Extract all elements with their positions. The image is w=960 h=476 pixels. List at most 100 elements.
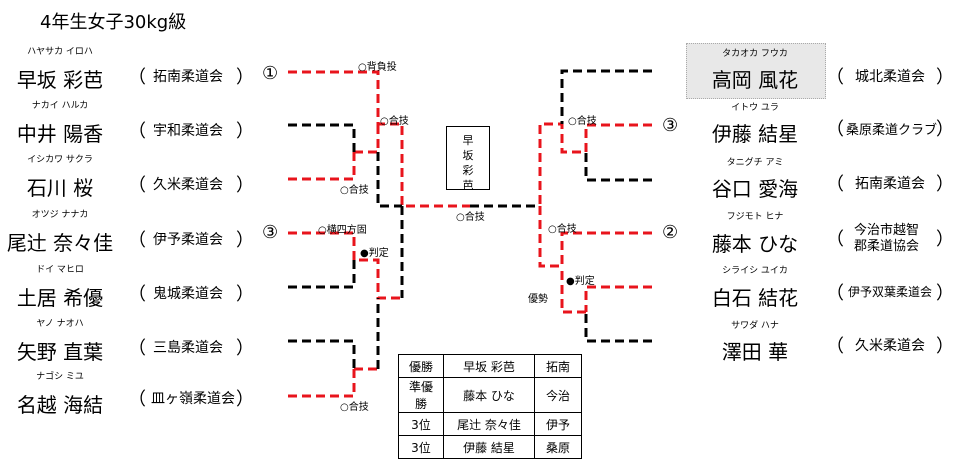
entry-kana: タニグチ アミ bbox=[726, 158, 784, 168]
entry-club-line1: 今治市越智 bbox=[854, 223, 920, 238]
bracket-line-left-l4 bbox=[288, 339, 356, 369]
champion-box: 早 坂 彩 芭 bbox=[446, 126, 490, 192]
result-annotation: ○合技 bbox=[568, 116, 597, 127]
club-cell: 伊予 bbox=[534, 412, 582, 436]
entry-name: 高岡 風花 bbox=[711, 68, 799, 92]
winner-name-cell: 尾辻 奈々佳 bbox=[443, 412, 535, 436]
entry-club: 皿ヶ嶺柔道会 bbox=[151, 391, 235, 407]
paren-open: （ bbox=[128, 284, 146, 305]
paren-close: ） bbox=[236, 389, 254, 410]
paren-close: ） bbox=[936, 283, 954, 304]
result-annotation: ○合技 bbox=[340, 402, 369, 413]
entry-name: 中井 陽香 bbox=[16, 122, 104, 146]
paren-open: （ bbox=[826, 119, 844, 140]
result-annotation: ○合技 bbox=[380, 116, 409, 127]
entry-name: 石川 桜 bbox=[26, 176, 94, 200]
entry-club: 久米柔道会 bbox=[855, 338, 925, 354]
winner-name-cell: 藤本 ひな bbox=[443, 377, 535, 413]
entry-kana: ナゴシ ミユ bbox=[36, 372, 84, 382]
paren-close: ） bbox=[936, 336, 954, 357]
bracket-line-left-l1 bbox=[288, 123, 356, 152]
paren-open: （ bbox=[128, 121, 146, 142]
entry-kana: フジモト ヒナ bbox=[726, 212, 784, 222]
paren-close: ） bbox=[236, 67, 254, 88]
paren-close: ） bbox=[936, 119, 954, 140]
rank-cell: 準優勝 bbox=[398, 377, 444, 413]
entry-kana: ドイ マヒロ bbox=[36, 265, 84, 275]
paren-close: ） bbox=[936, 67, 954, 88]
bracket-line-right-d bbox=[584, 285, 652, 312]
paren-open: （ bbox=[128, 389, 146, 410]
entry-club: 桑原柔道クラブ bbox=[846, 123, 938, 138]
entry-kana: イシカワ サクラ bbox=[27, 155, 93, 165]
entry-kana: ナカイ ハルカ bbox=[31, 101, 89, 111]
seed-mark: ① bbox=[262, 63, 279, 84]
seed-mark: ② bbox=[662, 222, 679, 243]
entry-name: 澤田 華 bbox=[721, 340, 789, 364]
bracket-line-left-l3 bbox=[288, 260, 356, 289]
champion-char: 彩 bbox=[462, 164, 474, 177]
seed-mark: ③ bbox=[662, 115, 679, 136]
entry-name: 白石 結花 bbox=[711, 286, 799, 310]
entry-kana: シライシ ユイカ bbox=[722, 266, 788, 276]
entry-club: 伊予双葉柔道会 bbox=[848, 285, 933, 299]
champion-char: 坂 bbox=[462, 149, 474, 162]
entry-name: 藤本 ひな bbox=[711, 232, 799, 256]
bracket-line-left-r1 bbox=[288, 152, 356, 181]
champion-char: 早 bbox=[462, 134, 474, 147]
entry-club: 三島柔道会 bbox=[153, 340, 223, 356]
paren-open: （ bbox=[128, 175, 146, 196]
winner-name-cell: 早坂 彩芭 bbox=[443, 354, 535, 378]
rank-cell: 3位 bbox=[398, 412, 444, 436]
paren-close: ） bbox=[936, 229, 954, 250]
paren-open: （ bbox=[128, 67, 146, 88]
bracket-line-right-l2 bbox=[584, 152, 652, 182]
entry-club: 鬼城柔道会 bbox=[153, 286, 223, 302]
bracket-line-left-r1c bbox=[288, 369, 356, 398]
entry-name: 早坂 彩芭 bbox=[16, 68, 104, 92]
result-annotation: 優勢 bbox=[528, 294, 548, 305]
paren-close: ） bbox=[936, 174, 954, 195]
champion-char: 芭 bbox=[462, 179, 474, 192]
club-cell: 今治 bbox=[534, 377, 582, 413]
entry-kana: ハヤサカ イロハ bbox=[27, 47, 93, 57]
entry-name: 土居 希優 bbox=[16, 286, 104, 310]
club-cell: 桑原 bbox=[534, 435, 582, 459]
bracket-line-right-c bbox=[560, 266, 586, 314]
entry-kana: サワダ ハナ bbox=[731, 321, 779, 331]
entry-kana: イトウ ユラ bbox=[731, 103, 779, 113]
entry-club-line2: 郡柔道協会 bbox=[854, 239, 920, 254]
seed-mark: ③ bbox=[262, 222, 279, 243]
highlight-box bbox=[686, 43, 826, 99]
entry-club: 拓南柔道会 bbox=[153, 69, 223, 85]
table-row: 3位 尾辻 奈々佳 伊予 bbox=[398, 412, 582, 436]
right-winner-lines bbox=[538, 122, 652, 314]
result-annotation: ○合技 bbox=[340, 185, 369, 196]
entry-name: 谷口 愛海 bbox=[711, 177, 799, 201]
paren-close: ） bbox=[236, 175, 254, 196]
bracket-title: 4年生女子30kg級 bbox=[40, 12, 187, 33]
left-loser-lines bbox=[288, 123, 404, 369]
entry-name: 伊藤 結星 bbox=[711, 122, 799, 146]
entry-club: 拓南柔道会 bbox=[855, 176, 925, 192]
paren-close: ） bbox=[236, 284, 254, 305]
winner-name-cell: 伊藤 結星 bbox=[443, 435, 535, 459]
entry-kana: ヤノ ナオハ bbox=[36, 319, 84, 329]
rank-cell: 優勝 bbox=[398, 354, 444, 378]
table-row: 3位 伊藤 結星 桑原 bbox=[398, 435, 582, 459]
entry-club: 伊予柔道会 bbox=[153, 232, 223, 248]
bracket-line-right-l3 bbox=[584, 312, 652, 343]
entry-name: 尾辻 奈々佳 bbox=[6, 231, 114, 255]
result-annotation: ●判定 bbox=[566, 276, 595, 287]
result-annotation: ○合技 bbox=[548, 224, 577, 235]
entry-kana: オツジ ナナカ bbox=[31, 210, 89, 220]
entry-name: 名越 海結 bbox=[16, 393, 104, 417]
left-winner-lines bbox=[288, 70, 470, 398]
entry-club: 宇和柔道会 bbox=[153, 123, 223, 139]
paren-close: ） bbox=[236, 230, 254, 251]
entry-club: 久米柔道会 bbox=[153, 177, 223, 193]
table-row: 優勝 早坂 彩芭 拓南 bbox=[398, 354, 582, 378]
paren-open: （ bbox=[826, 67, 844, 88]
entry-kana: タカオカ フウカ bbox=[722, 49, 788, 59]
